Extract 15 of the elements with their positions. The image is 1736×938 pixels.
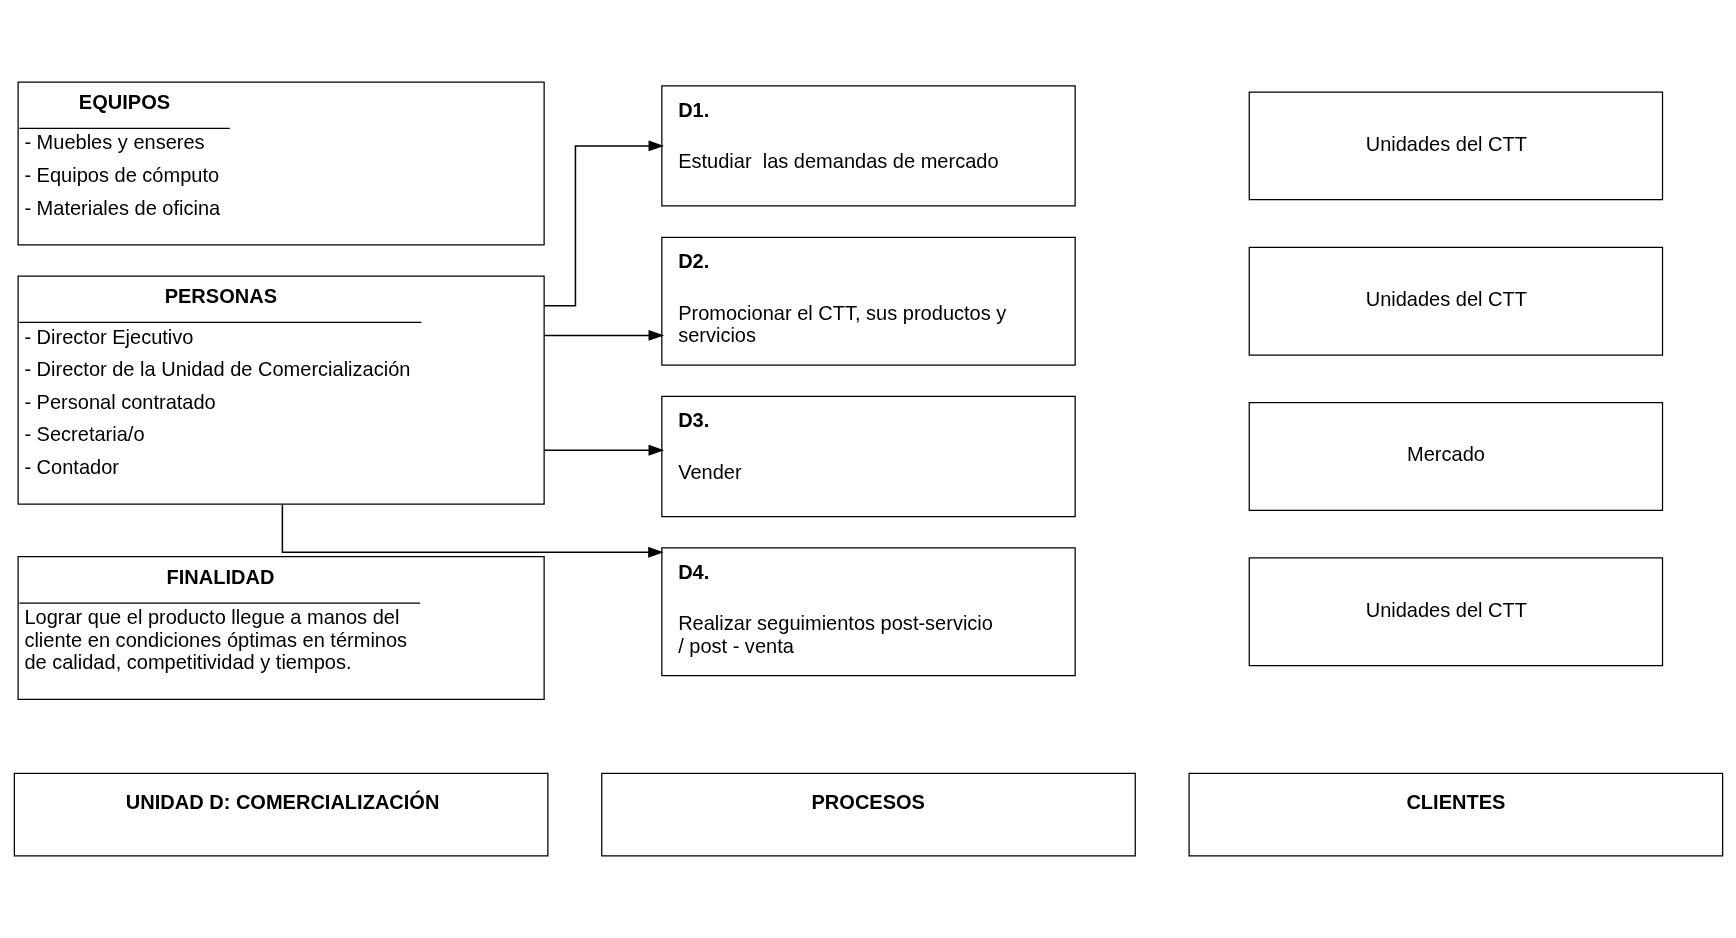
- node-box: D2. Promocionar el CTT, sus productos y servicios: [660, 236, 1076, 366]
- arrow: [281, 503, 664, 558]
- node-box: Unidades del CTT: [1248, 246, 1663, 356]
- node-box: D1. Estudiar las demandas de mercado: [660, 85, 1076, 207]
- node-box: Unidades del CTT: [1248, 557, 1663, 667]
- node-box: UNIDAD D: COMERCIALIZACIÓN: [13, 772, 548, 857]
- node-box: PROCESOS: [600, 772, 1136, 857]
- arrow: [543, 329, 664, 341]
- node-box: Mercado: [1248, 402, 1663, 511]
- arrow: [543, 444, 664, 456]
- node-box: Unidades del CTT: [1248, 91, 1663, 201]
- node-box: CLIENTES: [1188, 772, 1723, 857]
- arrow: [543, 140, 664, 307]
- node-box: D4. Realizar seguimientos post-servicio / post - venta: [660, 547, 1076, 677]
- node-box: D3. Vender: [660, 395, 1076, 518]
